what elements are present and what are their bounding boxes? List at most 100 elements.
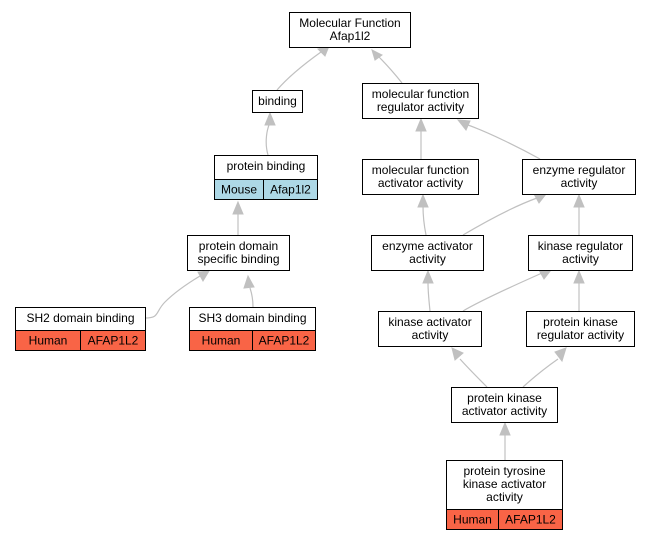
edge-protein_tyrosine_kinase_activator_activity-to-protein_kinase_activator_activity xyxy=(499,421,511,460)
badge-gene: AFAP1L2 xyxy=(88,334,139,348)
node-box xyxy=(362,83,479,119)
edge-arrowhead xyxy=(415,117,427,132)
node-label-line: protein tyrosine xyxy=(463,464,545,478)
node-box xyxy=(289,12,411,48)
edge-protein_domain_specific_binding-to-protein_binding xyxy=(232,200,244,235)
node-label-line: protein binding xyxy=(227,159,306,173)
node-label-line: SH2 domain binding xyxy=(26,311,134,325)
node-box xyxy=(371,235,484,271)
edge-line xyxy=(276,51,322,91)
edge-line xyxy=(467,124,541,160)
badge-species: Human xyxy=(29,334,68,348)
species-badge xyxy=(214,179,318,200)
node-label-line: protein domain xyxy=(199,239,278,253)
edge-arrowhead xyxy=(197,270,210,282)
edge-kinase_regulator_activity-to-enzyme_regulator_activity xyxy=(573,193,585,235)
edge-line xyxy=(144,275,201,319)
node-label-line: kinase regulator xyxy=(538,239,623,253)
node-box xyxy=(187,235,290,271)
edge-arrowhead xyxy=(456,119,471,131)
edge-protein_kinase_regulator_activity-to-kinase_regulator_activity xyxy=(573,269,585,311)
edge-arrowhead xyxy=(417,193,429,208)
node-label-line: activity xyxy=(412,328,449,342)
edge-protein_kinase_activator_activity-to-kinase_activator_activity xyxy=(451,347,488,388)
node-binding[interactable]: binding xyxy=(252,90,303,113)
node-box xyxy=(378,311,482,347)
node-label-line: enzyme regulator xyxy=(533,163,626,177)
edge-line xyxy=(265,124,270,156)
badge-species: Mouse xyxy=(221,183,257,197)
node-label-line: molecular function xyxy=(372,87,469,101)
species-badge xyxy=(446,509,563,530)
node-box xyxy=(252,90,303,113)
edge-mf_regulator_activity-to-molecular_function xyxy=(371,49,403,84)
edge-arrowhead xyxy=(573,269,585,284)
badge-gene: AFAP1L2 xyxy=(505,513,556,527)
edge-sh3_domain_binding-to-protein_domain_specific_binding xyxy=(243,274,255,308)
edges-layer xyxy=(144,45,585,460)
edge-line xyxy=(377,55,403,84)
edge-kinase_activator_activity-to-kinase_regulator_activity xyxy=(462,269,553,312)
badge-gene: AFAP1L2 xyxy=(259,334,310,348)
badge-gene: Afap1l2 xyxy=(270,183,311,197)
node-label-line: kinase activator xyxy=(388,315,471,329)
edge-line xyxy=(462,197,538,236)
edge-line xyxy=(422,205,427,236)
node-box xyxy=(528,235,633,271)
edge-sh2_domain_binding-to-protein_domain_specific_binding xyxy=(144,270,210,319)
edge-enzyme_regulator_activity-to-mf_regulator_activity xyxy=(456,119,541,160)
node-label-line: Molecular Function xyxy=(299,16,400,30)
edge-arrowhead xyxy=(554,347,567,363)
edge-line xyxy=(522,358,559,388)
node-box xyxy=(522,159,636,195)
node-label-line: kinase activator xyxy=(463,477,546,491)
edge-arrowhead xyxy=(232,200,244,215)
edge-protein_kinase_activator_activity-to-protein_kinase_regulator_activity xyxy=(522,347,567,388)
node-label-line: activity xyxy=(562,252,599,266)
badge-species: Human xyxy=(453,513,492,527)
node-label-line: activator activity xyxy=(378,176,463,190)
edge-arrowhead xyxy=(264,111,276,126)
node-label-line: activity xyxy=(486,490,523,504)
node-label-line: protein kinase xyxy=(543,315,618,329)
node-label-line: protein kinase xyxy=(467,391,542,405)
node-label-line: molecular function xyxy=(372,163,469,177)
edge-arrowhead xyxy=(371,49,383,61)
node-label-line: regulator activity xyxy=(537,328,624,342)
edge-arrowhead xyxy=(573,193,585,208)
edge-protein_binding-to-binding xyxy=(264,111,276,156)
badge-species: Human xyxy=(202,334,241,348)
node-label-line: activity xyxy=(561,176,598,190)
node-box xyxy=(451,387,558,423)
edge-line xyxy=(462,272,543,312)
node-label-line: activity xyxy=(409,252,446,266)
node-label-line: specific binding xyxy=(197,252,279,266)
node-label-line: activator activity xyxy=(462,404,547,418)
edge-arrowhead xyxy=(451,347,464,361)
edge-arrowhead xyxy=(499,421,511,436)
node-label-line: regulator activity xyxy=(377,100,464,114)
edge-arrowhead xyxy=(538,269,553,280)
edge-enzyme_activator_activity-to-mf_activator_activity xyxy=(417,193,429,236)
node-box xyxy=(526,311,635,347)
edge-line xyxy=(427,282,431,312)
edge-arrowhead xyxy=(243,274,255,289)
edge-mf_activator_activity-to-mf_regulator_activity xyxy=(415,117,427,159)
edge-line xyxy=(249,287,254,308)
